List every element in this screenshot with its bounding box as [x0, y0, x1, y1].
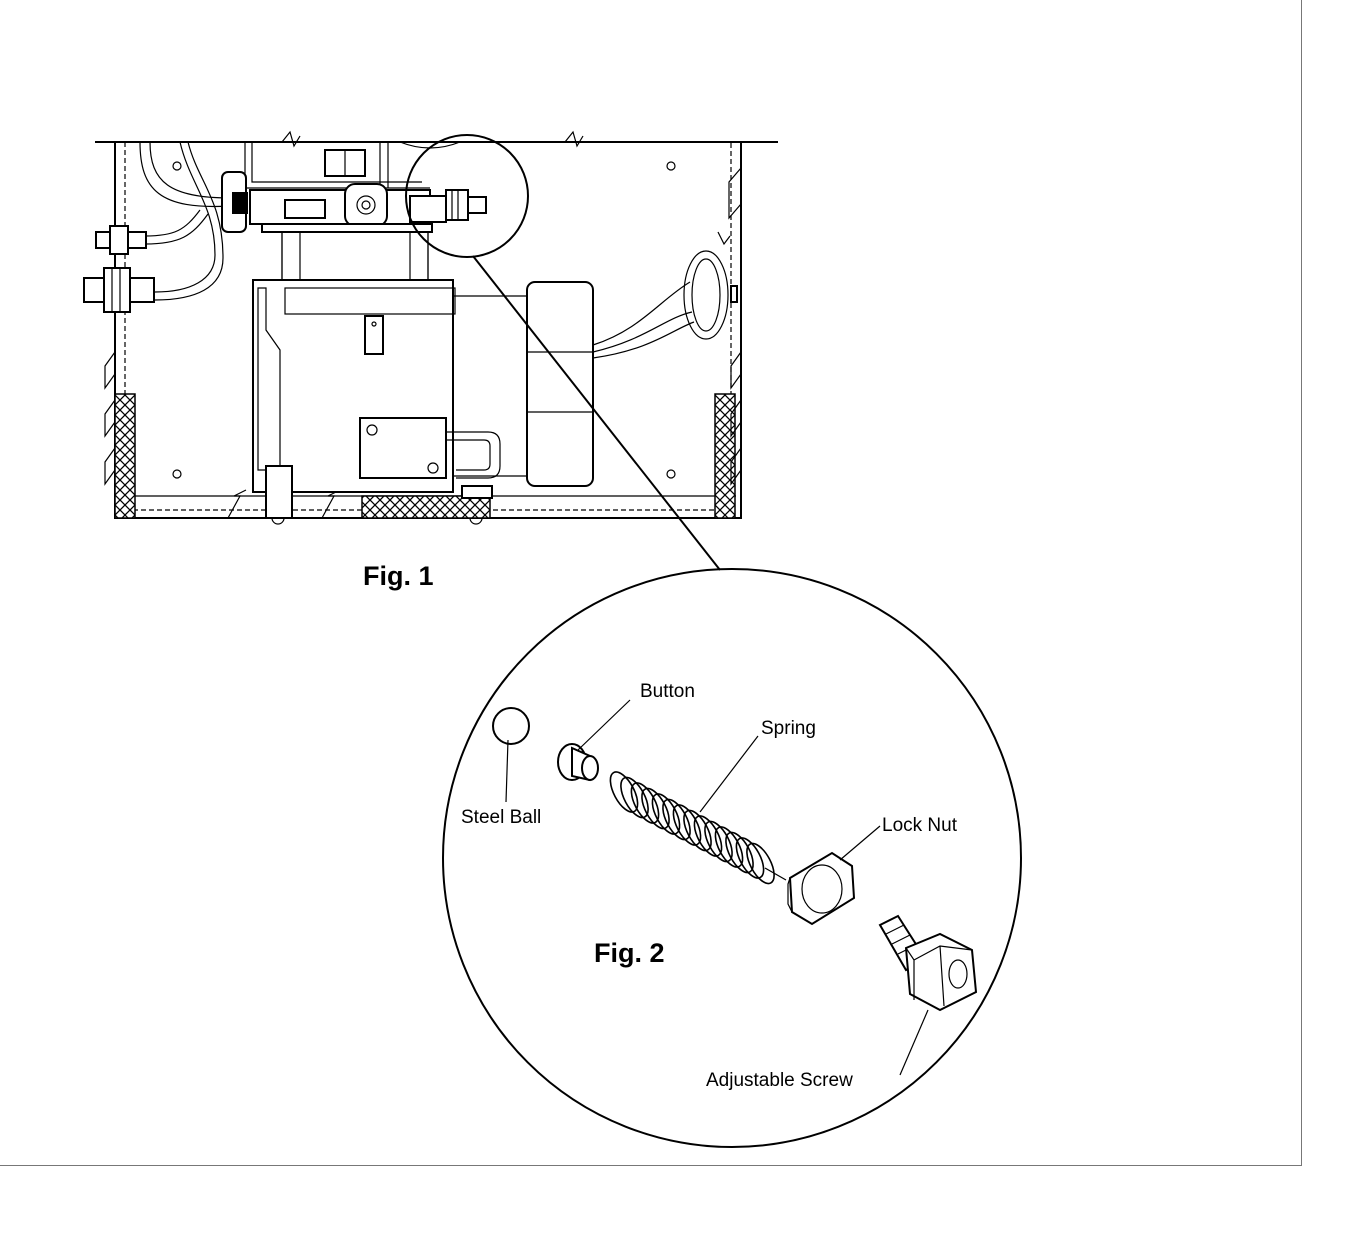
insulation-left [114, 393, 136, 519]
insulation-bottom [361, 495, 491, 519]
spring-part [609, 771, 787, 885]
button-part [557, 743, 599, 782]
spring-coil [714, 826, 744, 868]
adjustable-screw-part [878, 914, 978, 1012]
detail-leader [472, 255, 721, 571]
spring-coil [693, 815, 723, 857]
spring-coil [735, 837, 765, 879]
spring-coil [609, 771, 639, 813]
spring-coil [746, 842, 775, 885]
callout-button: Button [640, 681, 695, 702]
callout-spring: Spring [761, 718, 816, 739]
detail-circle [405, 134, 529, 258]
callout-steel-ball: Steel Ball [461, 807, 541, 828]
spring-coil [704, 820, 733, 863]
spring-coil [620, 776, 649, 819]
lock-nut-part [787, 851, 856, 926]
fig2-detail [442, 568, 1022, 1148]
spring-coil [641, 787, 670, 830]
page-frame [0, 0, 1302, 1166]
spring-coil [683, 809, 712, 852]
spring-coil [662, 798, 691, 841]
spring-coil [725, 831, 754, 874]
steel-ball-part [492, 707, 530, 745]
fig1-title: Fig. 1 [363, 561, 434, 591]
spring-coil [630, 782, 660, 824]
detail-view-circle [442, 568, 1022, 1148]
fig2-title: Fig. 2 [594, 938, 665, 968]
spring-coil [672, 804, 702, 846]
fig1-assembly [83, 130, 778, 571]
spring-coil [651, 793, 681, 835]
callout-lock-nut: Lock Nut [882, 815, 958, 836]
callout-adjustable-screw: Adjustable Screw [706, 1070, 853, 1091]
